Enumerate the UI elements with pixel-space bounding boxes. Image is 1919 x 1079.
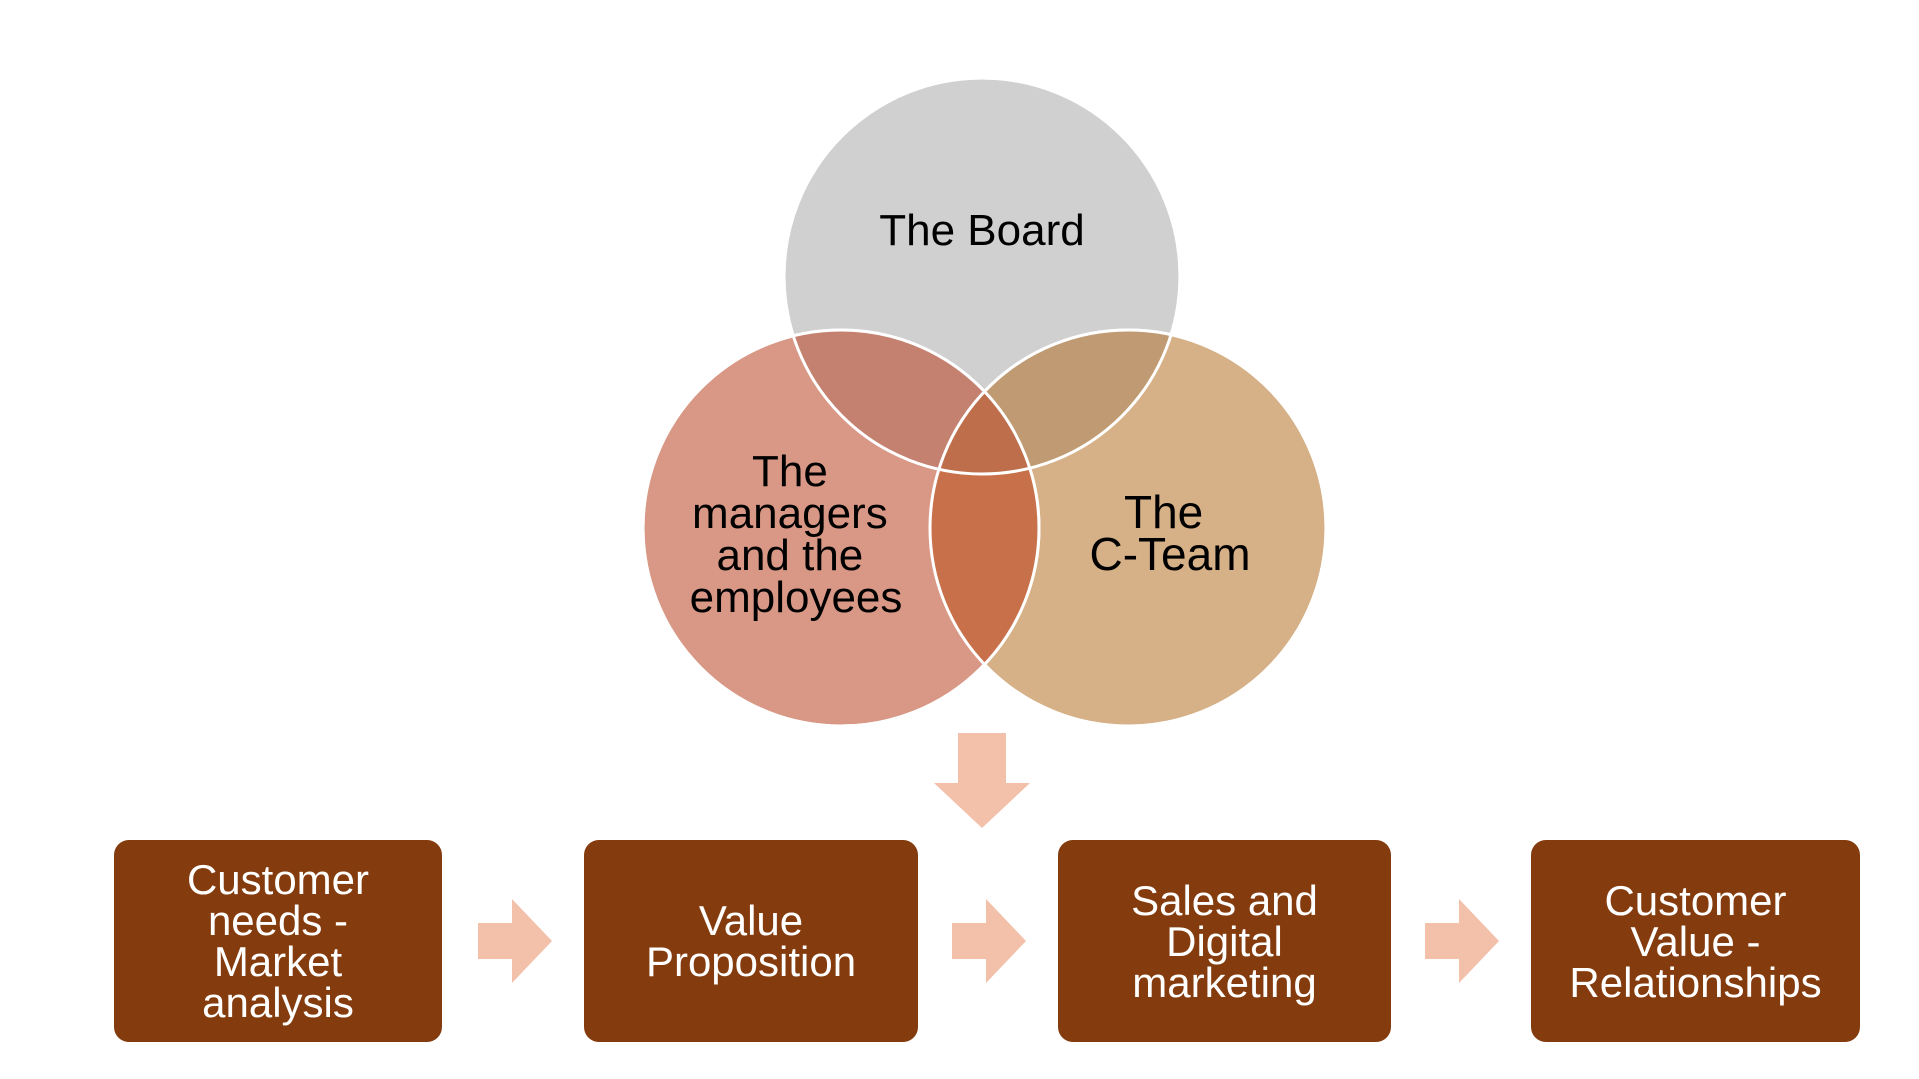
step-value-proposition: Value Proposition	[584, 840, 918, 1042]
right-arrow-1	[478, 899, 552, 983]
right-arrow-3	[1425, 899, 1499, 983]
step-label: Sales and Digital marketing	[1131, 876, 1318, 1006]
right-arrow-2	[952, 899, 1026, 983]
step-customer-needs: Customer needs - Market analysis	[114, 840, 442, 1042]
venn-overlap-board-managers	[784, 330, 1039, 474]
venn-overlap-board-cteam	[930, 330, 1180, 474]
venn-outline-managers	[641, 328, 1041, 728]
venn-outline-board	[782, 76, 1182, 476]
venn-label-cteam-line: C-Team	[1089, 528, 1250, 580]
venn-label-managers-line: and the	[716, 531, 863, 580]
step-label: Value Proposition	[645, 897, 857, 985]
step-label: Customer Value - Relationships	[1569, 876, 1822, 1006]
venn-outline-cteam	[928, 328, 1328, 728]
venn-label-managers-line: The	[752, 447, 828, 496]
step-sales-digital-marketing: Sales and Digital marketing	[1058, 840, 1391, 1042]
venn-label-managers-line: employees	[690, 573, 903, 622]
venn-label-board: The Board	[879, 206, 1084, 255]
venn-label-managers: The managers and the employees	[690, 447, 903, 622]
venn-label-cteam: The C-Team	[1089, 486, 1250, 580]
step-label: Customer needs - Market analysis	[186, 856, 370, 1026]
step-customer-value-relationships: Customer Value - Relationships	[1531, 840, 1860, 1042]
venn-label-cteam-line: The	[1124, 486, 1203, 538]
venn-label-managers-line: managers	[692, 489, 888, 538]
down-arrow	[934, 733, 1030, 828]
